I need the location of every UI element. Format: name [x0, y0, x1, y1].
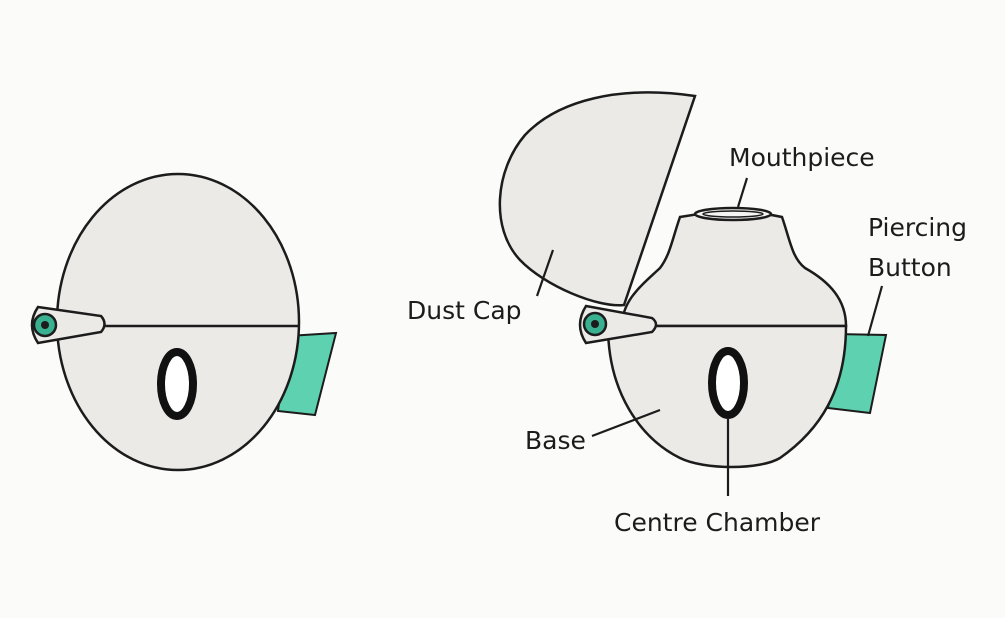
dust-cap-label: Dust Cap [407, 296, 522, 325]
piercing-button-leader [866, 285, 884, 337]
mouthpiece-label: Mouthpiece [729, 143, 875, 172]
closed-centre-chamber [157, 348, 197, 420]
centre-chamber [708, 347, 748, 419]
mouthpiece-opening [693, 206, 773, 222]
base-label: Base [525, 426, 586, 455]
dust-cap-leader [535, 249, 555, 297]
centre-chamber-label: Centre Chamber [614, 508, 821, 537]
base-leader [591, 408, 661, 438]
piercing-button-label-line2: Button [868, 253, 952, 282]
mouthpiece [620, 210, 848, 328]
piercing-button-label-line1: Piercing [868, 213, 967, 242]
leader-lines [535, 177, 884, 496]
dust-cap [498, 91, 697, 307]
inhaler-closed-icon [30, 172, 338, 472]
inhaler-open-icon [498, 91, 888, 469]
mouthpiece-leader [736, 177, 749, 208]
